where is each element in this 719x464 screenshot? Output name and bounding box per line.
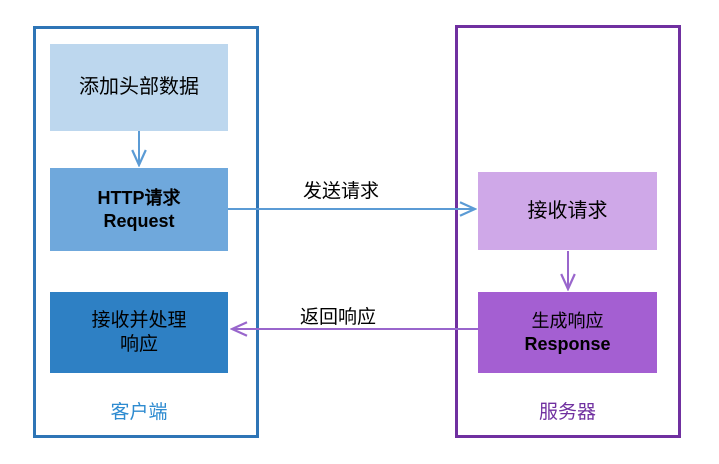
box-line-1: 接收请求 [527,199,608,222]
process-box-http-request[interactable]: HTTP请求 Request [50,168,228,251]
box-line-2: Request [103,210,175,231]
box-line-1: 添加头部数据 [79,76,199,98]
process-box-receive-request[interactable]: 接收请求 [478,172,657,250]
server-panel-label: 服务器 [538,402,596,423]
connector-label-send-request: 发送请求 [303,181,380,202]
process-box-add-header[interactable]: 添加头部数据 [50,44,228,131]
box-line-1: HTTP请求 [97,188,181,208]
connector-label-return-response: 返回响应 [300,307,377,328]
box-line-1: 生成响应 [531,311,604,331]
client-panel-label: 客户端 [110,402,168,423]
client-panel [33,26,259,438]
box-line-1: 接收并处理 [91,309,187,331]
process-box-receive-process[interactable]: 接收并处理 响应 [50,292,228,373]
box-line-2: Response [524,333,611,354]
box-line-2: 响应 [119,333,158,355]
server-panel [455,25,681,438]
process-box-generate-response[interactable]: 生成响应 Response [478,292,657,373]
